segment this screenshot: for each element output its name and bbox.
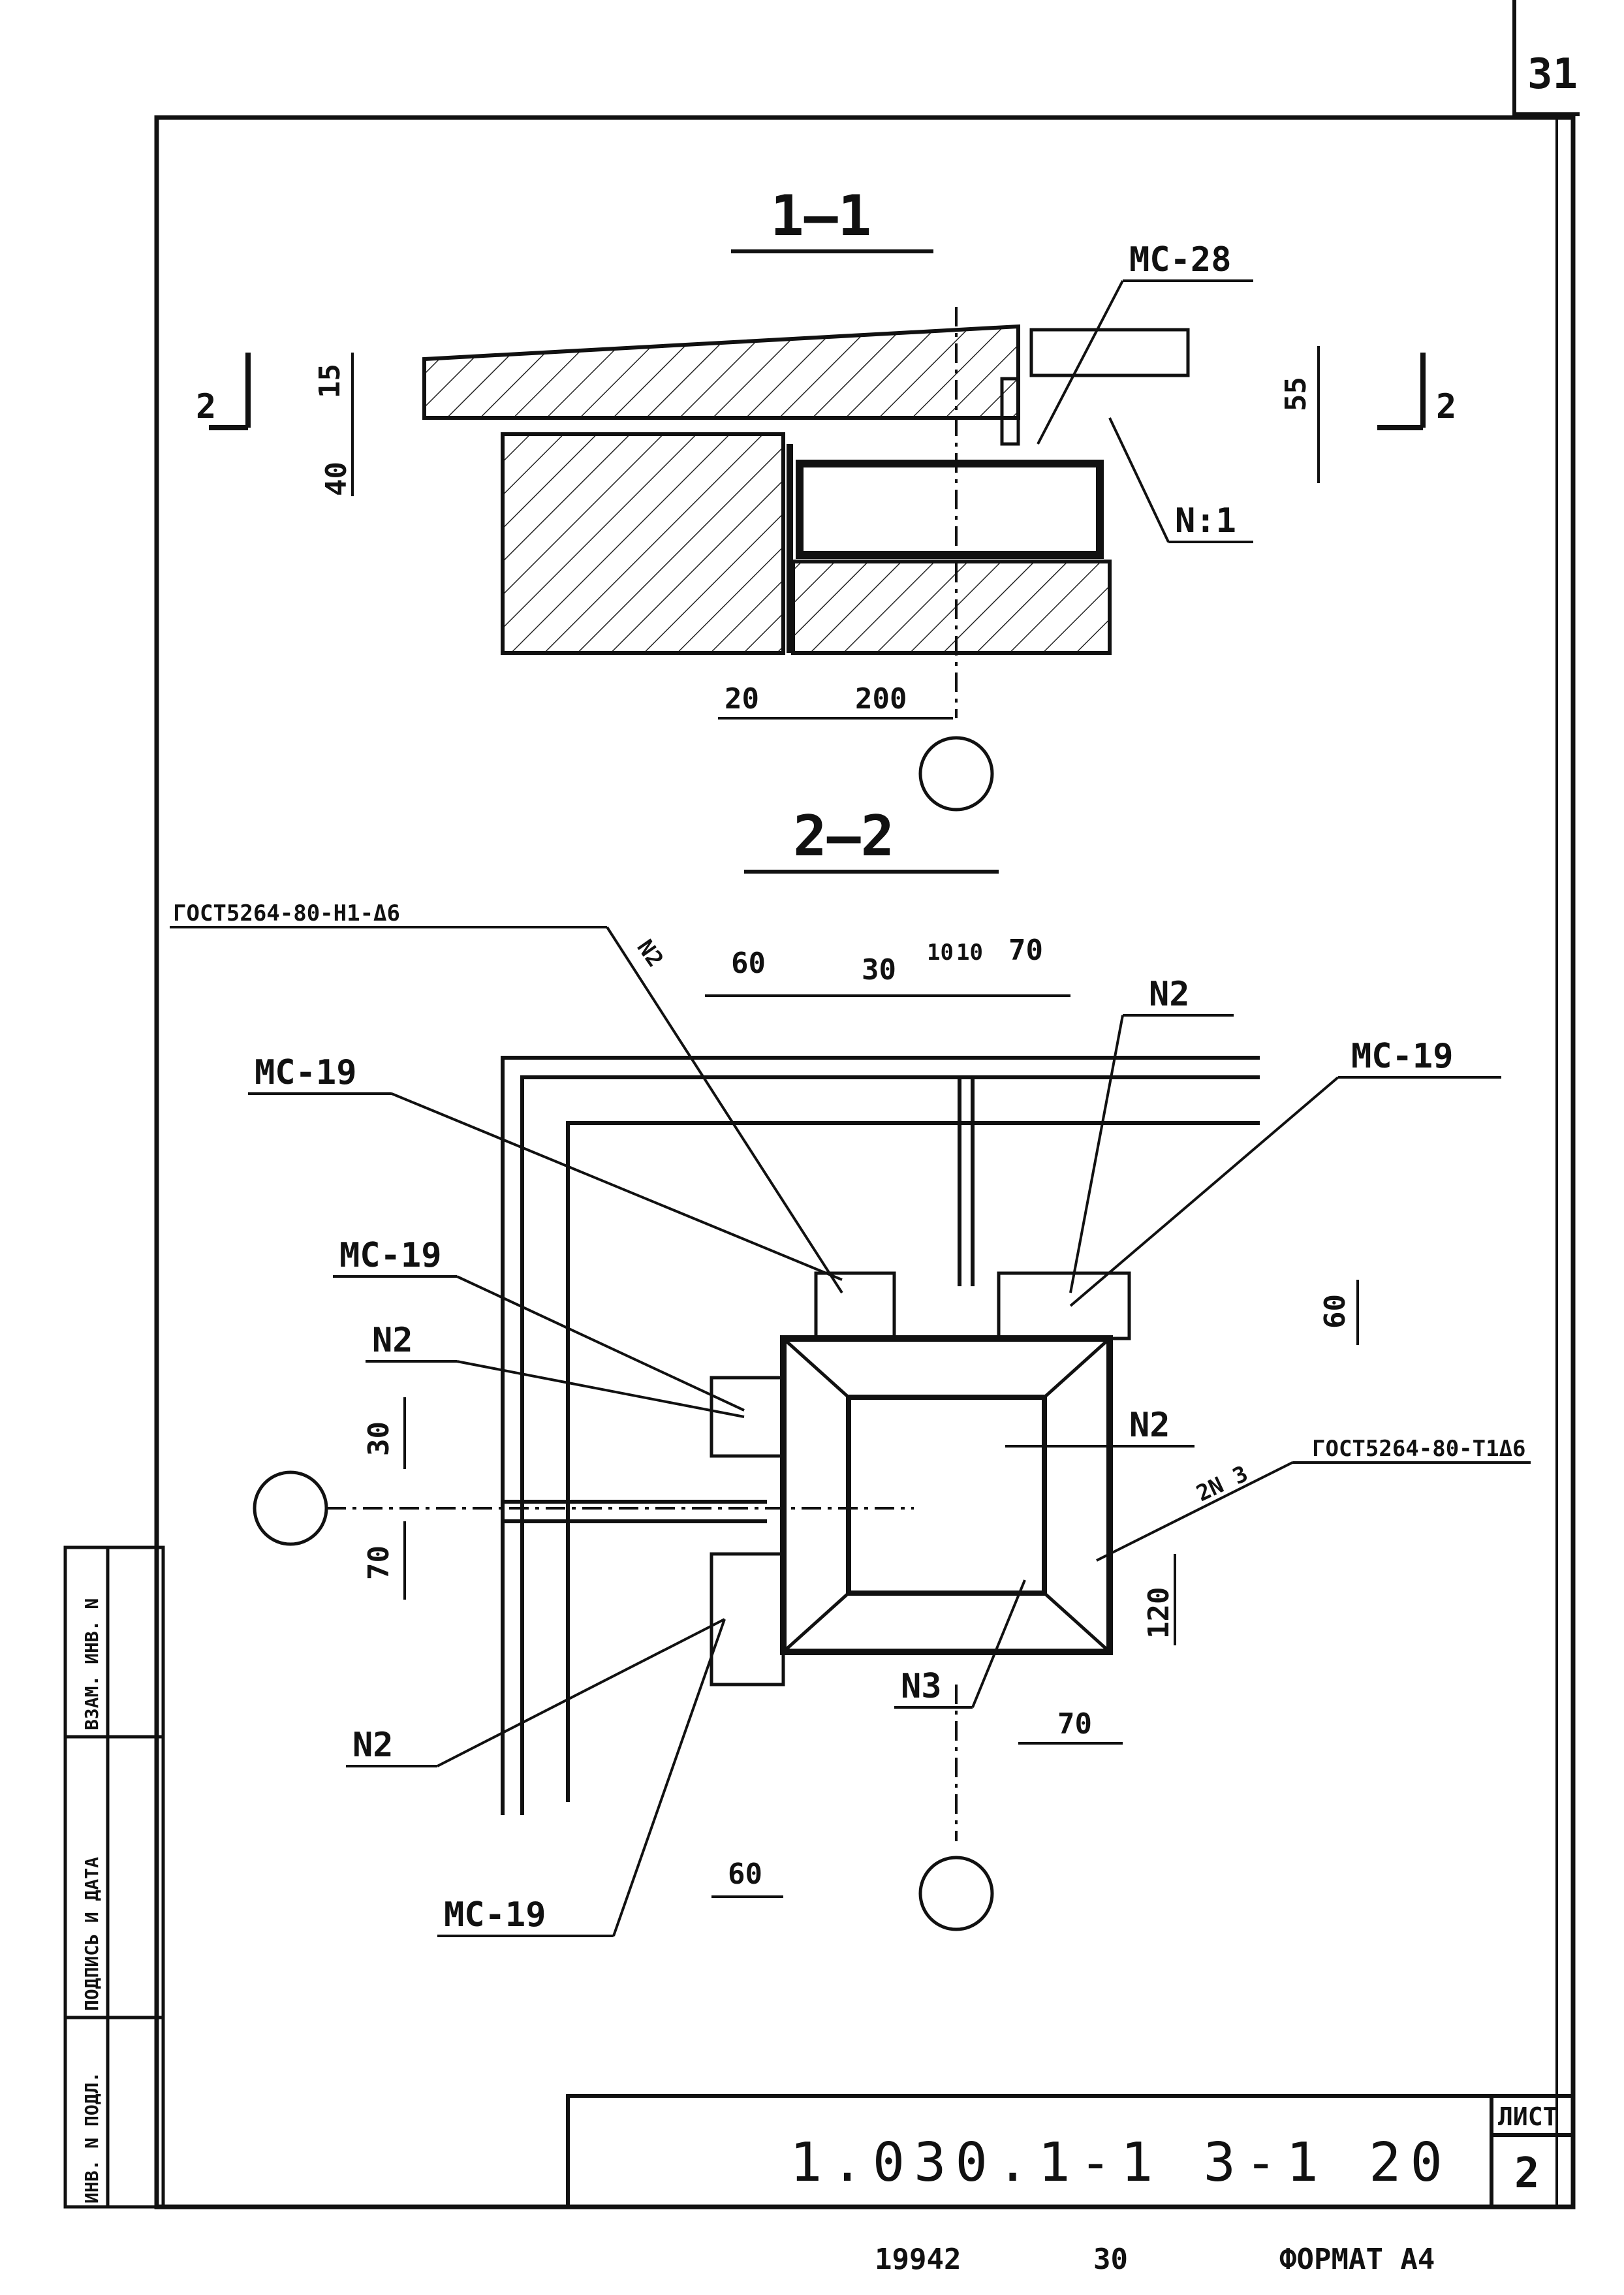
axis-bubble-bottom	[918, 1856, 994, 1931]
dim-10-b: 10	[956, 940, 983, 966]
dim-20: 20	[725, 682, 759, 716]
stamp-signature-date: ПОДПИСЬ И ДАТА	[81, 1857, 102, 2011]
dim-70-bottom: 70	[1057, 1707, 1092, 1741]
dim-30-left: 30	[362, 1421, 396, 1456]
leader-ms19-mid-diag	[456, 1275, 745, 1412]
footer-copies: 30	[1093, 2243, 1128, 2276]
title-block	[566, 2094, 1575, 2209]
leader-ms19-top-right-diag	[1069, 1076, 1339, 1307]
dim-60-bottom: 60	[728, 1858, 762, 1891]
top-slab	[422, 324, 1020, 420]
stamp-inv-podl: ИНВ. N ПОДЛ.	[81, 2072, 102, 2204]
plate-left	[710, 1376, 785, 1458]
label-2n3: 2N 3	[1193, 1461, 1252, 1507]
column-chamfer-1	[782, 1337, 850, 1399]
label-ms19-mid: МС-19	[339, 1236, 442, 1275]
right-lower-block	[791, 560, 1112, 655]
label-n3: N3	[901, 1667, 942, 1706]
label-ms19-bottom: МС-19	[444, 1895, 546, 1935]
leader-n3-diag	[971, 1579, 1026, 1708]
section-1-title: 1—1	[770, 183, 871, 249]
plate-top-left	[814, 1271, 896, 1340]
ms28-plate	[1000, 377, 1020, 446]
section-2-2: 2—2 ГОСТ5264-80-Н1-Δ6	[170, 804, 1531, 1937]
plate-top-right	[997, 1271, 1131, 1340]
column-inner	[846, 1395, 1047, 1596]
dim-55: 55	[1279, 377, 1313, 411]
leader-n1-diag	[1108, 417, 1170, 543]
dim-200: 200	[855, 682, 907, 716]
walls	[501, 1056, 1260, 1815]
leader-gost-top-diag	[606, 926, 843, 1294]
plate-bottom-left	[710, 1552, 785, 1686]
dim-120: 120	[1142, 1587, 1176, 1639]
axis-bubble-left	[253, 1470, 328, 1546]
stamp-column	[63, 1545, 165, 2209]
leader-ms19-bottom-diag	[612, 1619, 726, 1937]
right-cap	[1029, 328, 1190, 377]
section-2-title: 2—2	[793, 804, 894, 869]
label-gost-top: ГОСТ5264-80-Н1-Δ6	[173, 900, 400, 926]
column-chamfer-4	[1043, 1592, 1111, 1653]
sheet-value: 2	[1514, 2149, 1540, 2198]
label-n2-diag: N2	[632, 935, 668, 972]
cut-mark-right-label: 2	[1436, 387, 1456, 426]
label-ms19-top-right: МС-19	[1351, 1037, 1454, 1076]
dim-10-a: 10	[927, 940, 954, 966]
column-outer	[780, 1335, 1113, 1655]
steel-tube	[796, 460, 1104, 559]
label-n2-top: N2	[1149, 975, 1190, 1014]
leader-n2-left-diag	[456, 1360, 745, 1418]
sheet-label: ЛИСТ	[1498, 2102, 1558, 2131]
footer-order-number: 19942	[875, 2243, 961, 2276]
leader-ms19-top-left-diag	[391, 1092, 843, 1281]
footer-format: ФОРМАТ А4	[1279, 2243, 1435, 2276]
label-ms28: МС-28	[1129, 240, 1232, 279]
leader-n2-bottom-diag	[437, 1618, 725, 1767]
label-n2-right: N2	[1129, 1406, 1170, 1445]
label-n1: N:1	[1175, 501, 1236, 541]
dim-70-left: 70	[362, 1545, 396, 1580]
dim-70-top: 70	[1008, 934, 1043, 967]
dim-60-top: 60	[731, 947, 766, 980]
stamp-vzam-inv: ВЗАМ. ИНВ. N	[81, 1598, 102, 1730]
label-n2-bottom: N2	[352, 1726, 394, 1765]
sheet-frame	[154, 0, 1580, 2209]
label-n2-left: N2	[372, 1321, 413, 1360]
dim-40: 40	[320, 462, 353, 496]
leader-n2-top-diag	[1069, 1015, 1124, 1293]
section-1-axis-bubble	[918, 736, 994, 812]
dim-15: 15	[313, 364, 347, 398]
column-chamfer-3	[782, 1592, 850, 1653]
leader-ms28-diag	[1037, 280, 1124, 445]
column-chamfer-2	[1043, 1337, 1111, 1399]
left-wall-block	[501, 432, 785, 655]
section-1-1: 1—1 2 2 МС-28 N:1 15 40 55	[196, 183, 1456, 812]
leader-gost-right-diag	[1096, 1461, 1293, 1562]
label-gost-right: ГОСТ5264-80-Т1Δ6	[1312, 1436, 1526, 1462]
drawing-code: 1.030.1-1 3-1 20	[790, 2132, 1452, 2194]
sheet-number: 31	[1527, 50, 1578, 99]
label-ms19-top-left: МС-19	[255, 1053, 357, 1092]
cut-mark-left-label: 2	[196, 387, 216, 426]
dim-30: 30	[862, 953, 896, 987]
dim-60-right: 60	[1319, 1294, 1352, 1329]
